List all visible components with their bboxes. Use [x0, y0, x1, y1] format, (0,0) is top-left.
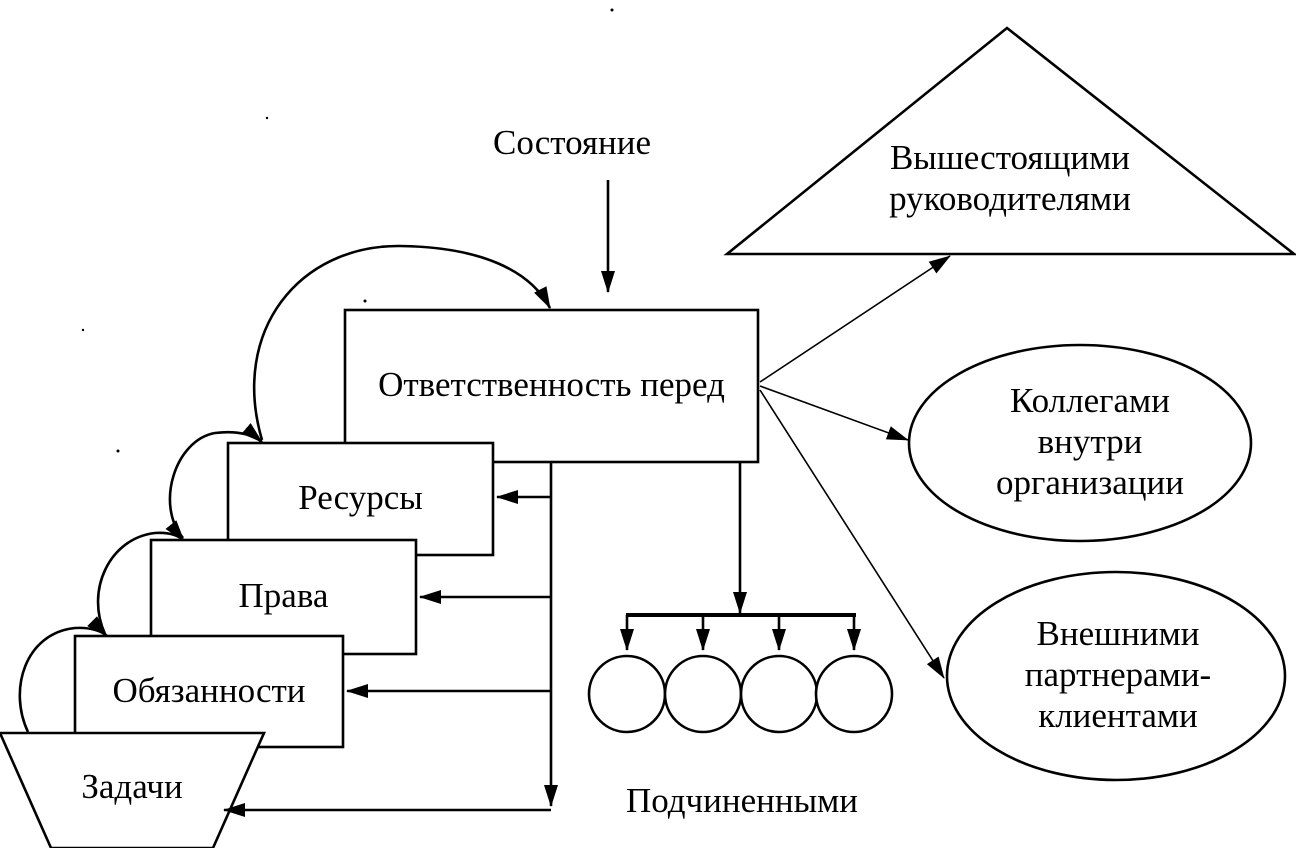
responsibility-box	[343, 308, 760, 464]
scan-speck	[81, 328, 85, 332]
colleagues-line-1: Коллегами	[1010, 381, 1170, 420]
tasks-label: Задачи	[81, 767, 183, 806]
loop-arrow-duties	[18, 616, 108, 733]
subordinates-label: Подчиненными	[625, 781, 859, 820]
partners-ellipse	[945, 570, 1287, 782]
scan-speck	[363, 299, 367, 303]
loop-arrow-responsibility	[252, 244, 552, 441]
subordinate-circle	[587, 654, 667, 734]
scan-speck	[610, 8, 614, 12]
superiors-line-1: Вышестоящими	[889, 138, 1131, 177]
subordinate-circle	[739, 654, 819, 734]
resources-label: Ресурсы	[298, 478, 423, 517]
superiors-line-2: руководителями	[889, 179, 1131, 218]
duties-label: Обязанности	[112, 671, 306, 710]
subordinate-circle	[663, 654, 743, 734]
arrow-to-partners	[759, 389, 945, 679]
superiors-triangle	[723, 26, 1296, 256]
tasks-trapezoid	[0, 731, 266, 848]
loop-arrow-rights	[96, 520, 186, 635]
colleagues-ellipse	[907, 343, 1253, 543]
scan-speck	[116, 449, 120, 453]
arrow-to-superiors	[759, 255, 951, 383]
state-label: Состояние	[492, 123, 651, 162]
loop-arrow-resources	[168, 423, 263, 539]
responsibility-label: Ответственность перед	[378, 365, 725, 404]
subordinate-circle	[814, 654, 894, 734]
partners-line-1: Внешними	[1036, 614, 1200, 653]
duties-box	[73, 634, 345, 749]
partners-line-2: партнерами-	[1024, 655, 1212, 694]
arrow-to-colleagues	[759, 385, 909, 441]
colleagues-line-3: организации	[996, 463, 1184, 502]
colleagues-line-2: внутри	[1037, 422, 1143, 461]
rights-label: Права	[238, 576, 329, 615]
partners-line-3: клиентами	[1038, 696, 1198, 735]
scan-speck	[265, 116, 269, 120]
